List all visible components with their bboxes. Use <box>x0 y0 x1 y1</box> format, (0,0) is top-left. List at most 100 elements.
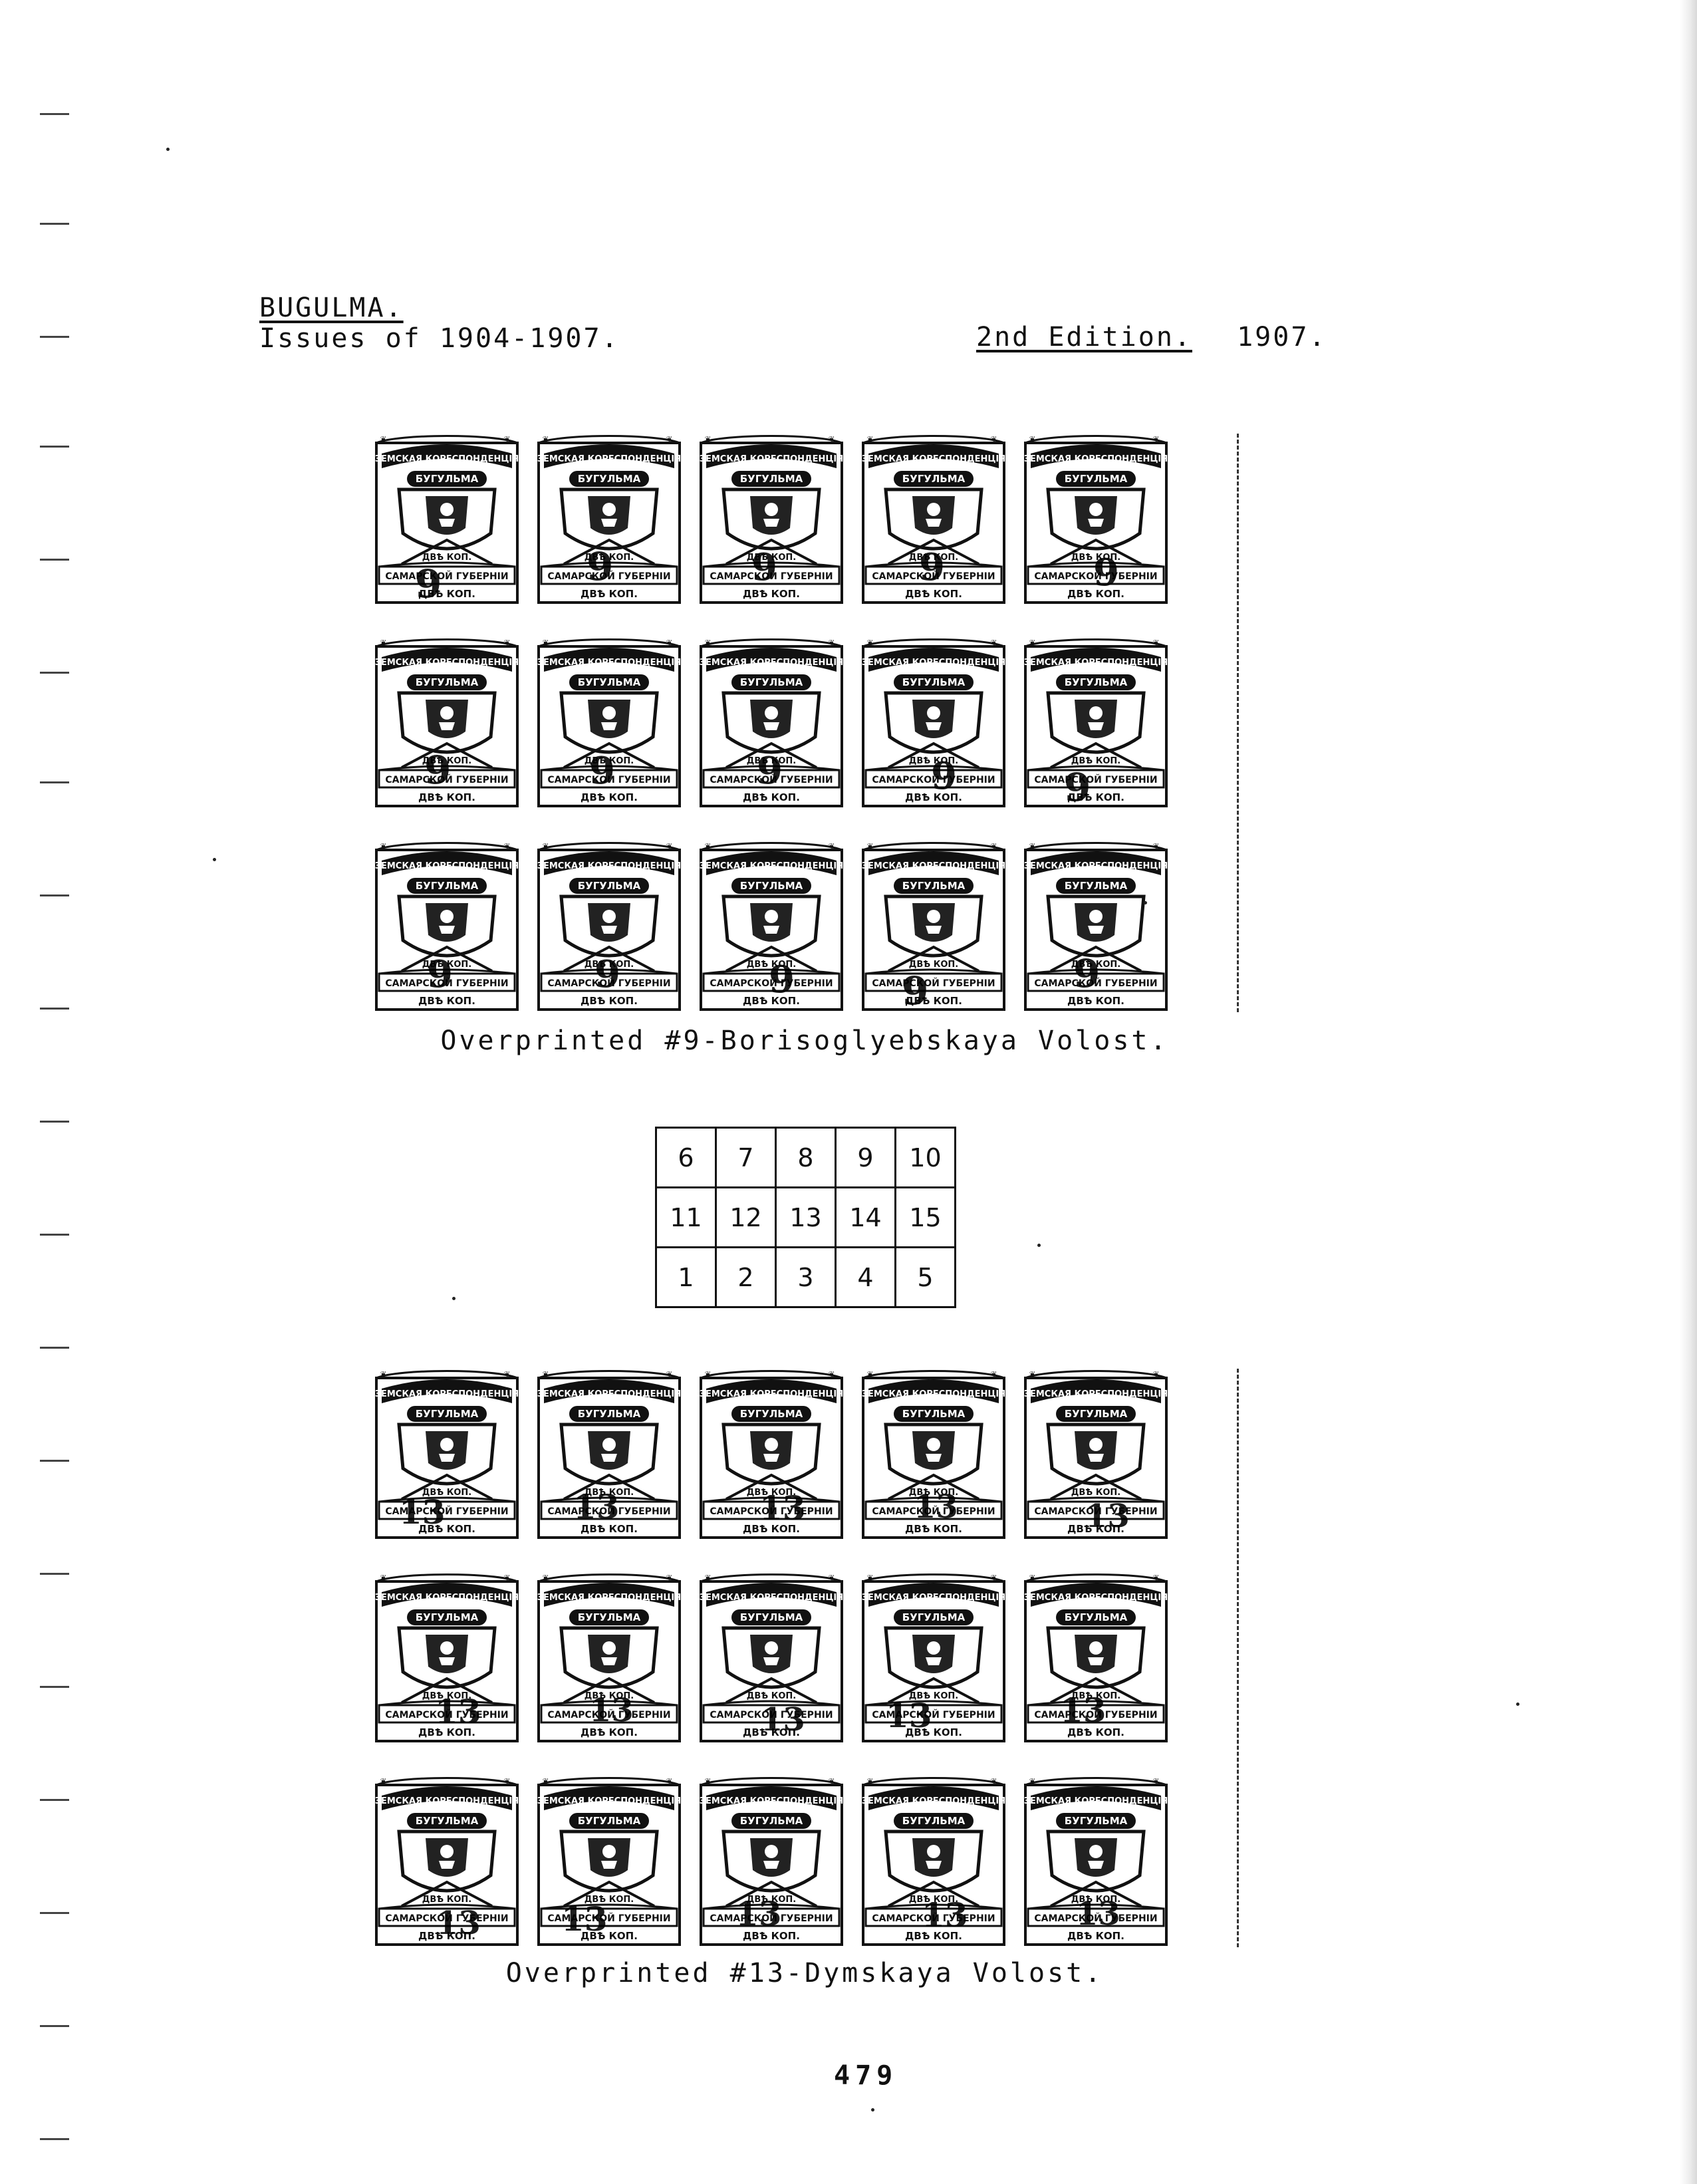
stamp-design: ❦ ❦ ЗЕМСКАЯ КОРЕСПОНДЕНЦІЯ БУГУЛЬМА ДВѢ … <box>862 1572 1005 1742</box>
svg-text:❦: ❦ <box>829 637 834 648</box>
svg-text:❦: ❦ <box>543 1572 548 1583</box>
position-cell: 11 <box>655 1186 717 1248</box>
stamp-value-text: ДВѢ КОП. <box>422 1895 471 1905</box>
stamp-value-text: ДВѢ КОП. <box>747 756 796 766</box>
stamp-value-text: ДВѢ КОП. <box>909 1488 958 1498</box>
stamp-grid-top: ❦ ❦ ЗЕМСКАЯ КОРЕСПОНДЕНЦІЯ БУГУЛЬМА ДВѢ … <box>372 434 1237 1015</box>
scan-speck <box>1144 901 1147 904</box>
stamp-town-label: БУГУЛЬМА <box>1065 1815 1128 1827</box>
stamp-top-text: ЗЕМСКАЯ КОРЕСПОНДЕНЦІЯ <box>1024 454 1168 464</box>
svg-text:❦: ❦ <box>991 637 996 648</box>
stamp-design: ❦ ❦ ЗЕМСКАЯ КОРЕСПОНДЕНЦІЯ БУГУЛЬМА ДВѢ … <box>700 637 844 807</box>
stamp-province-text: САМАРСКОЙ ГУБЕРНІИ <box>872 1506 995 1517</box>
stamp-province-text: САМАРСКОЙ ГУБЕРНІИ <box>385 1913 508 1924</box>
stamp-town-label: БУГУЛЬМА <box>740 473 803 485</box>
stamp-bottom-value: ДВѢ КОП. <box>581 995 638 1007</box>
stamp-province-text: САМАРСКОЙ ГУБЕРНІИ <box>710 1709 833 1720</box>
stamp-design: ❦ ❦ ЗЕМСКАЯ КОРЕСПОНДЕНЦІЯ БУГУЛЬМА ДВѢ … <box>375 434 519 604</box>
stamp: ❦ ❦ ЗЕМСКАЯ КОРЕСПОНДЕНЦІЯ БУГУЛЬМА ДВѢ … <box>859 637 1008 811</box>
stamp-province-text: САМАРСКОЙ ГУБЕРНІИ <box>385 571 508 582</box>
stamp-town-label: БУГУЛЬМА <box>578 1815 641 1827</box>
svg-text:❦: ❦ <box>1029 1369 1035 1379</box>
stamp-top-text: ЗЕМСКАЯ КОРЕСПОНДЕНЦІЯ <box>862 861 1006 871</box>
stamp-town-label: БУГУЛЬМА <box>578 473 641 485</box>
stamp: ❦ ❦ ЗЕМСКАЯ КОРЕСПОНДЕНЦІЯ БУГУЛЬМА ДВѢ … <box>372 1572 521 1746</box>
stamp-town-label: БУГУЛЬМА <box>416 473 479 485</box>
svg-text:❦: ❦ <box>1153 841 1158 851</box>
stamp-value-text: ДВѢ КОП. <box>422 1691 471 1701</box>
stamp-top-text: ЗЕМСКАЯ КОРЕСПОНДЕНЦІЯ <box>375 1796 519 1806</box>
svg-text:❦: ❦ <box>543 434 548 444</box>
stamp-bottom-value: ДВѢ КОП. <box>581 1523 638 1535</box>
stamp-top-text: ЗЕМСКАЯ КОРЕСПОНДЕНЦІЯ <box>537 454 682 464</box>
svg-text:❦: ❦ <box>1029 1776 1035 1786</box>
stamp-province-text: САМАРСКОЙ ГУБЕРНІИ <box>872 1913 995 1924</box>
position-cell: 2 <box>715 1246 777 1308</box>
svg-text:❦: ❦ <box>504 1369 509 1379</box>
stamp-value-text: ДВѢ КОП. <box>422 756 471 766</box>
stamp-design: ❦ ❦ ЗЕМСКАЯ КОРЕСПОНДЕНЦІЯ БУГУЛЬМА ДВѢ … <box>537 434 682 604</box>
stamp-top-text: ЗЕМСКАЯ КОРЕСПОНДЕНЦІЯ <box>1024 1389 1168 1399</box>
stamp: ❦ ❦ ЗЕМСКАЯ КОРЕСПОНДЕНЦІЯ БУГУЛЬМА ДВѢ … <box>697 434 846 608</box>
stamp-town-label: БУГУЛЬМА <box>740 1408 803 1420</box>
stamp-town-label: БУГУЛЬМА <box>1065 1611 1128 1623</box>
stamp-province-text: САМАРСКОЙ ГУБЕРНІИ <box>385 978 508 989</box>
svg-text:❦: ❦ <box>829 841 834 851</box>
edition-label: 2nd Edition. <box>976 322 1192 352</box>
page-edge-shadow <box>1680 0 1697 2184</box>
svg-text:❦: ❦ <box>829 434 834 444</box>
stamp-design: ❦ ❦ ЗЕМСКАЯ КОРЕСПОНДЕНЦІЯ БУГУЛЬМА ДВѢ … <box>862 637 1005 807</box>
svg-text:❦: ❦ <box>666 1369 672 1379</box>
svg-text:❦: ❦ <box>1153 637 1158 648</box>
svg-text:❦: ❦ <box>380 1776 386 1786</box>
stamp-top-text: ЗЕМСКАЯ КОРЕСПОНДЕНЦІЯ <box>700 658 844 668</box>
stamp-province-text: САМАРСКОЙ ГУБЕРНІИ <box>385 774 508 785</box>
stamp-top-text: ЗЕМСКАЯ КОРЕСПОНДЕНЦІЯ <box>375 861 519 871</box>
stamp: ❦ ❦ ЗЕМСКАЯ КОРЕСПОНДЕНЦІЯ БУГУЛЬМА ДВѢ … <box>535 841 684 1015</box>
stamp-bottom-value: ДВѢ КОП. <box>743 588 800 600</box>
stamp-design: ❦ ❦ ЗЕМСКАЯ КОРЕСПОНДЕНЦІЯ БУГУЛЬМА ДВѢ … <box>1024 1776 1168 1946</box>
stamp-town-label: БУГУЛЬМА <box>578 1408 641 1420</box>
stamp-province-text: САМАРСКОЙ ГУБЕРНІИ <box>872 1709 995 1720</box>
stamp-design: ❦ ❦ ЗЕМСКАЯ КОРЕСПОНДЕНЦІЯ БУГУЛЬМА ДВѢ … <box>700 434 843 604</box>
stamp-value-text: ДВѢ КОП. <box>909 960 958 970</box>
svg-text:❦: ❦ <box>705 434 710 444</box>
stamp-bottom-value: ДВѢ КОП. <box>905 1523 962 1535</box>
stamp: ❦ ❦ ЗЕМСКАЯ КОРЕСПОНДЕНЦІЯ БУГУЛЬМА ДВѢ … <box>859 1572 1008 1746</box>
stamp: ❦ ❦ ЗЕМСКАЯ КОРЕСПОНДЕНЦІЯ БУГУЛЬМА ДВѢ … <box>859 434 1008 608</box>
stamp-province-text: САМАРСКОЙ ГУБЕРНІИ <box>547 978 670 989</box>
stamp-province-text: САМАРСКОЙ ГУБЕРНІИ <box>872 774 995 785</box>
stamp-town-label: БУГУЛЬМА <box>416 1408 479 1420</box>
svg-text:❦: ❦ <box>1153 1776 1158 1786</box>
stamp-value-text: ДВѢ КОП. <box>747 1895 796 1905</box>
stamp-sheet-top: ❦ ❦ ЗЕМСКАЯ КОРЕСПОНДЕНЦІЯ БУГУЛЬМА ДВѢ … <box>372 434 1239 1015</box>
caption-top: Overprinted #9-Borisoglyebskaya Volost. <box>440 1025 1169 1056</box>
stamp: ❦ ❦ ЗЕМСКАЯ КОРЕСПОНДЕНЦІЯ БУГУЛЬМА ДВѢ … <box>859 1369 1008 1543</box>
stamp-design: ❦ ❦ ЗЕМСКАЯ КОРЕСПОНДЕНЦІЯ БУГУЛЬМА ДВѢ … <box>537 1572 681 1742</box>
stamp-province-text: САМАРСКОЙ ГУБЕРНІИ <box>710 1506 833 1517</box>
stamp-province-text: САМАРСКОЙ ГУБЕРНІИ <box>710 571 833 582</box>
svg-text:❦: ❦ <box>1029 841 1035 851</box>
stamp-province-text: САМАРСКОЙ ГУБЕРНІИ <box>710 978 833 989</box>
stamp-top-text: ЗЕМСКАЯ КОРЕСПОНДЕНЦІЯ <box>375 1389 519 1399</box>
stamp-design: ❦ ❦ ЗЕМСКАЯ КОРЕСПОНДЕНЦІЯ БУГУЛЬМА ДВѢ … <box>537 637 681 807</box>
stamp-town-label: БУГУЛЬМА <box>740 1611 803 1623</box>
stamp: ❦ ❦ ЗЕМСКАЯ КОРЕСПОНДЕНЦІЯ БУГУЛЬМА ДВѢ … <box>535 1369 684 1543</box>
page-header-right: 2nd Edition. 1907. <box>976 322 1327 352</box>
stamp-design: ❦ ❦ ЗЕМСКАЯ КОРЕСПОНДЕНЦІЯ БУГУЛЬМА ДВѢ … <box>1024 841 1168 1011</box>
svg-text:❦: ❦ <box>1153 434 1158 444</box>
stamp-province-text: САМАРСКОЙ ГУБЕРНІИ <box>547 1506 670 1517</box>
stamp-value-text: ДВѢ КОП. <box>909 1895 958 1905</box>
stamp-province-text: САМАРСКОЙ ГУБЕРНІИ <box>547 571 670 582</box>
svg-text:❦: ❦ <box>504 1776 509 1786</box>
stamp-bottom-value: ДВѢ КОП. <box>1067 791 1124 803</box>
stamp-town-label: БУГУЛЬМА <box>416 676 479 688</box>
stamp-value-text: ДВѢ КОП. <box>1071 1488 1120 1498</box>
stamp-province-text: САМАРСКОЙ ГУБЕРНІИ <box>1034 1913 1157 1924</box>
stamp-design: ❦ ❦ ЗЕМСКАЯ КОРЕСПОНДЕНЦІЯ БУГУЛЬМА ДВѢ … <box>862 434 1005 604</box>
svg-text:❦: ❦ <box>705 1776 710 1786</box>
issues-line: Issues of 1904-1907. <box>259 323 620 354</box>
svg-text:❦: ❦ <box>829 1572 834 1583</box>
stamp-top-text: ЗЕМСКАЯ КОРЕСПОНДЕНЦІЯ <box>700 1593 844 1603</box>
svg-text:❦: ❦ <box>543 637 548 648</box>
